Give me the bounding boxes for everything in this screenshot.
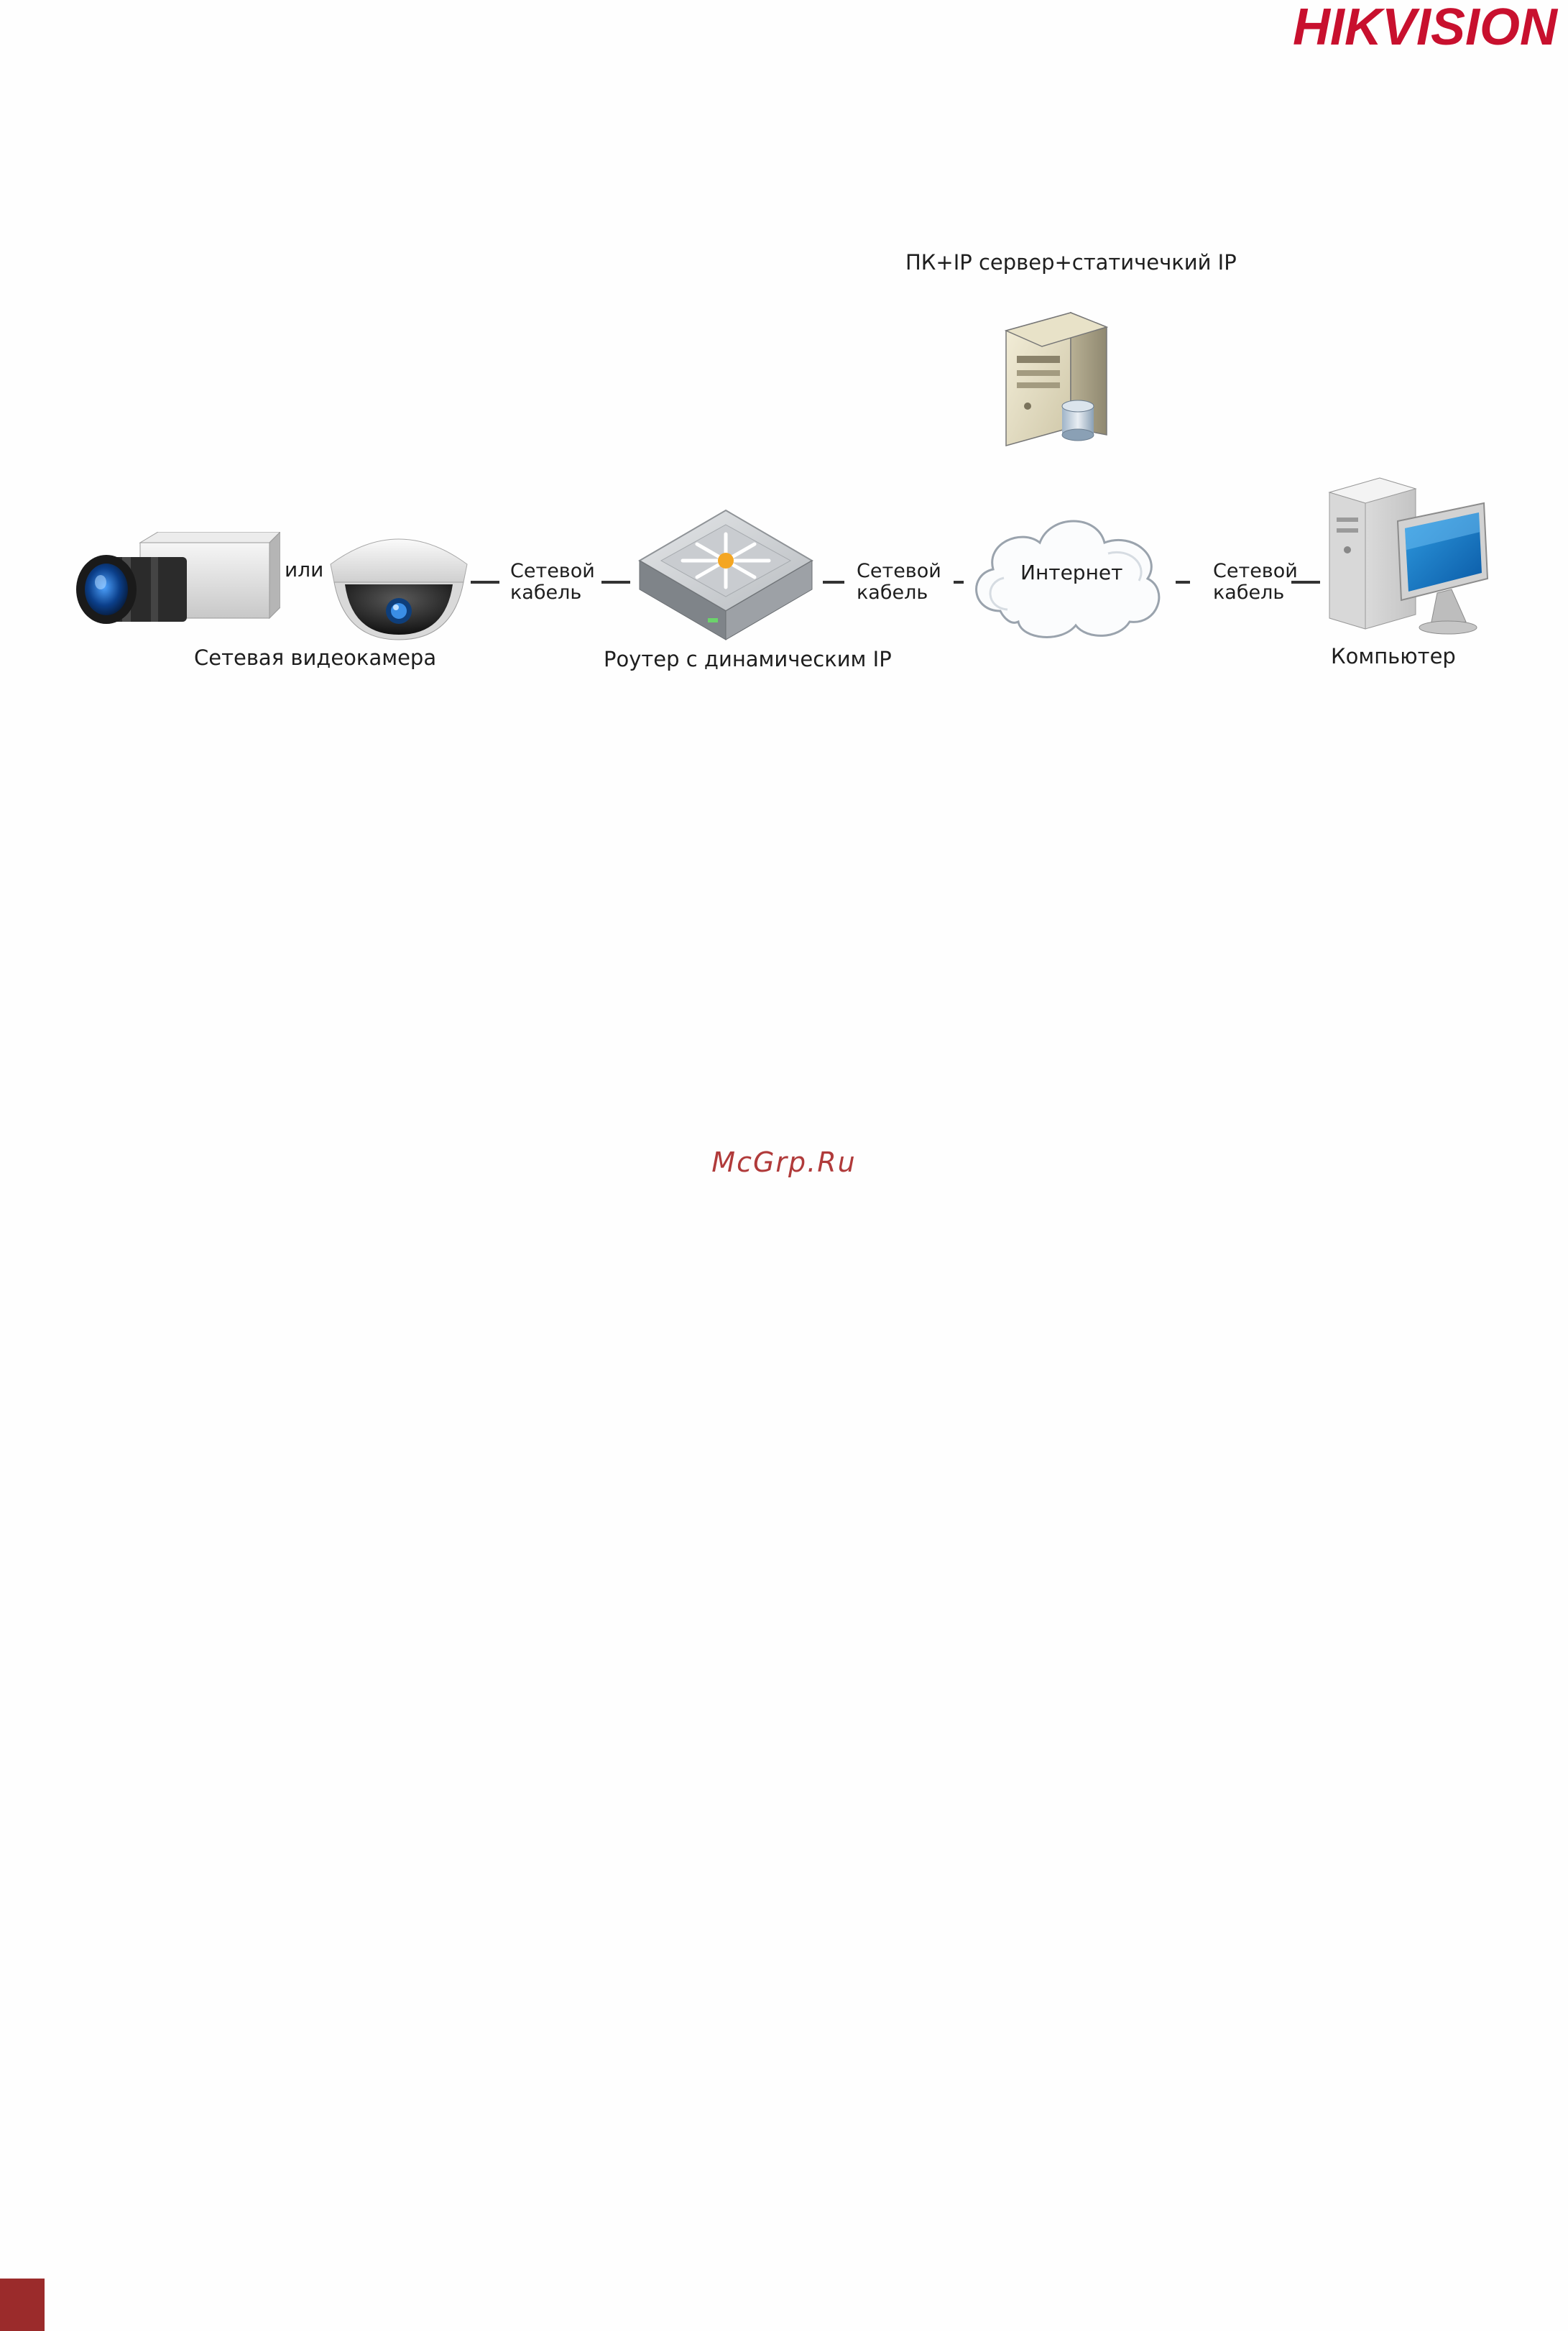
router-icon — [636, 507, 816, 643]
cable-connector-line — [1176, 581, 1190, 584]
hikvision-logo: HIKVISION — [1202, 0, 1561, 58]
internet-label: Интернет — [1020, 562, 1122, 584]
cable-connector-line — [954, 581, 964, 584]
camera-label: Сетевая видеокамера — [194, 647, 436, 668]
cable-connector-line — [471, 581, 499, 584]
page-corner-marker — [0, 2279, 45, 2331]
cable3-label-line1: Сетевой — [1213, 561, 1298, 582]
watermark-text: McGrp.Ru — [0, 1146, 1568, 1178]
cable3-label-line2: кабель — [1213, 582, 1284, 604]
router-label: Роутер с динамическим IP — [604, 648, 892, 670]
cable-connector-line — [601, 581, 630, 584]
cable2-label-line2: кабель — [857, 582, 928, 604]
cable-connector-line — [823, 581, 844, 584]
cable1-label-line2: кабель — [510, 582, 581, 604]
or-label: или — [285, 559, 323, 581]
cable1-label-line1: Сетевой — [510, 561, 595, 582]
computer-label: Компьютер — [1331, 645, 1456, 667]
logo-text: HIKVISION — [1293, 0, 1559, 56]
cable2-label-line1: Сетевой — [857, 561, 941, 582]
computer-icon — [1322, 471, 1495, 643]
server-label: ПК+IP сервер+статичечкий IP — [905, 252, 1237, 273]
server-icon — [992, 302, 1121, 453]
box-camera-icon — [72, 532, 280, 647]
cable-connector-line — [1291, 581, 1320, 584]
dome-camera-icon — [327, 521, 471, 647]
